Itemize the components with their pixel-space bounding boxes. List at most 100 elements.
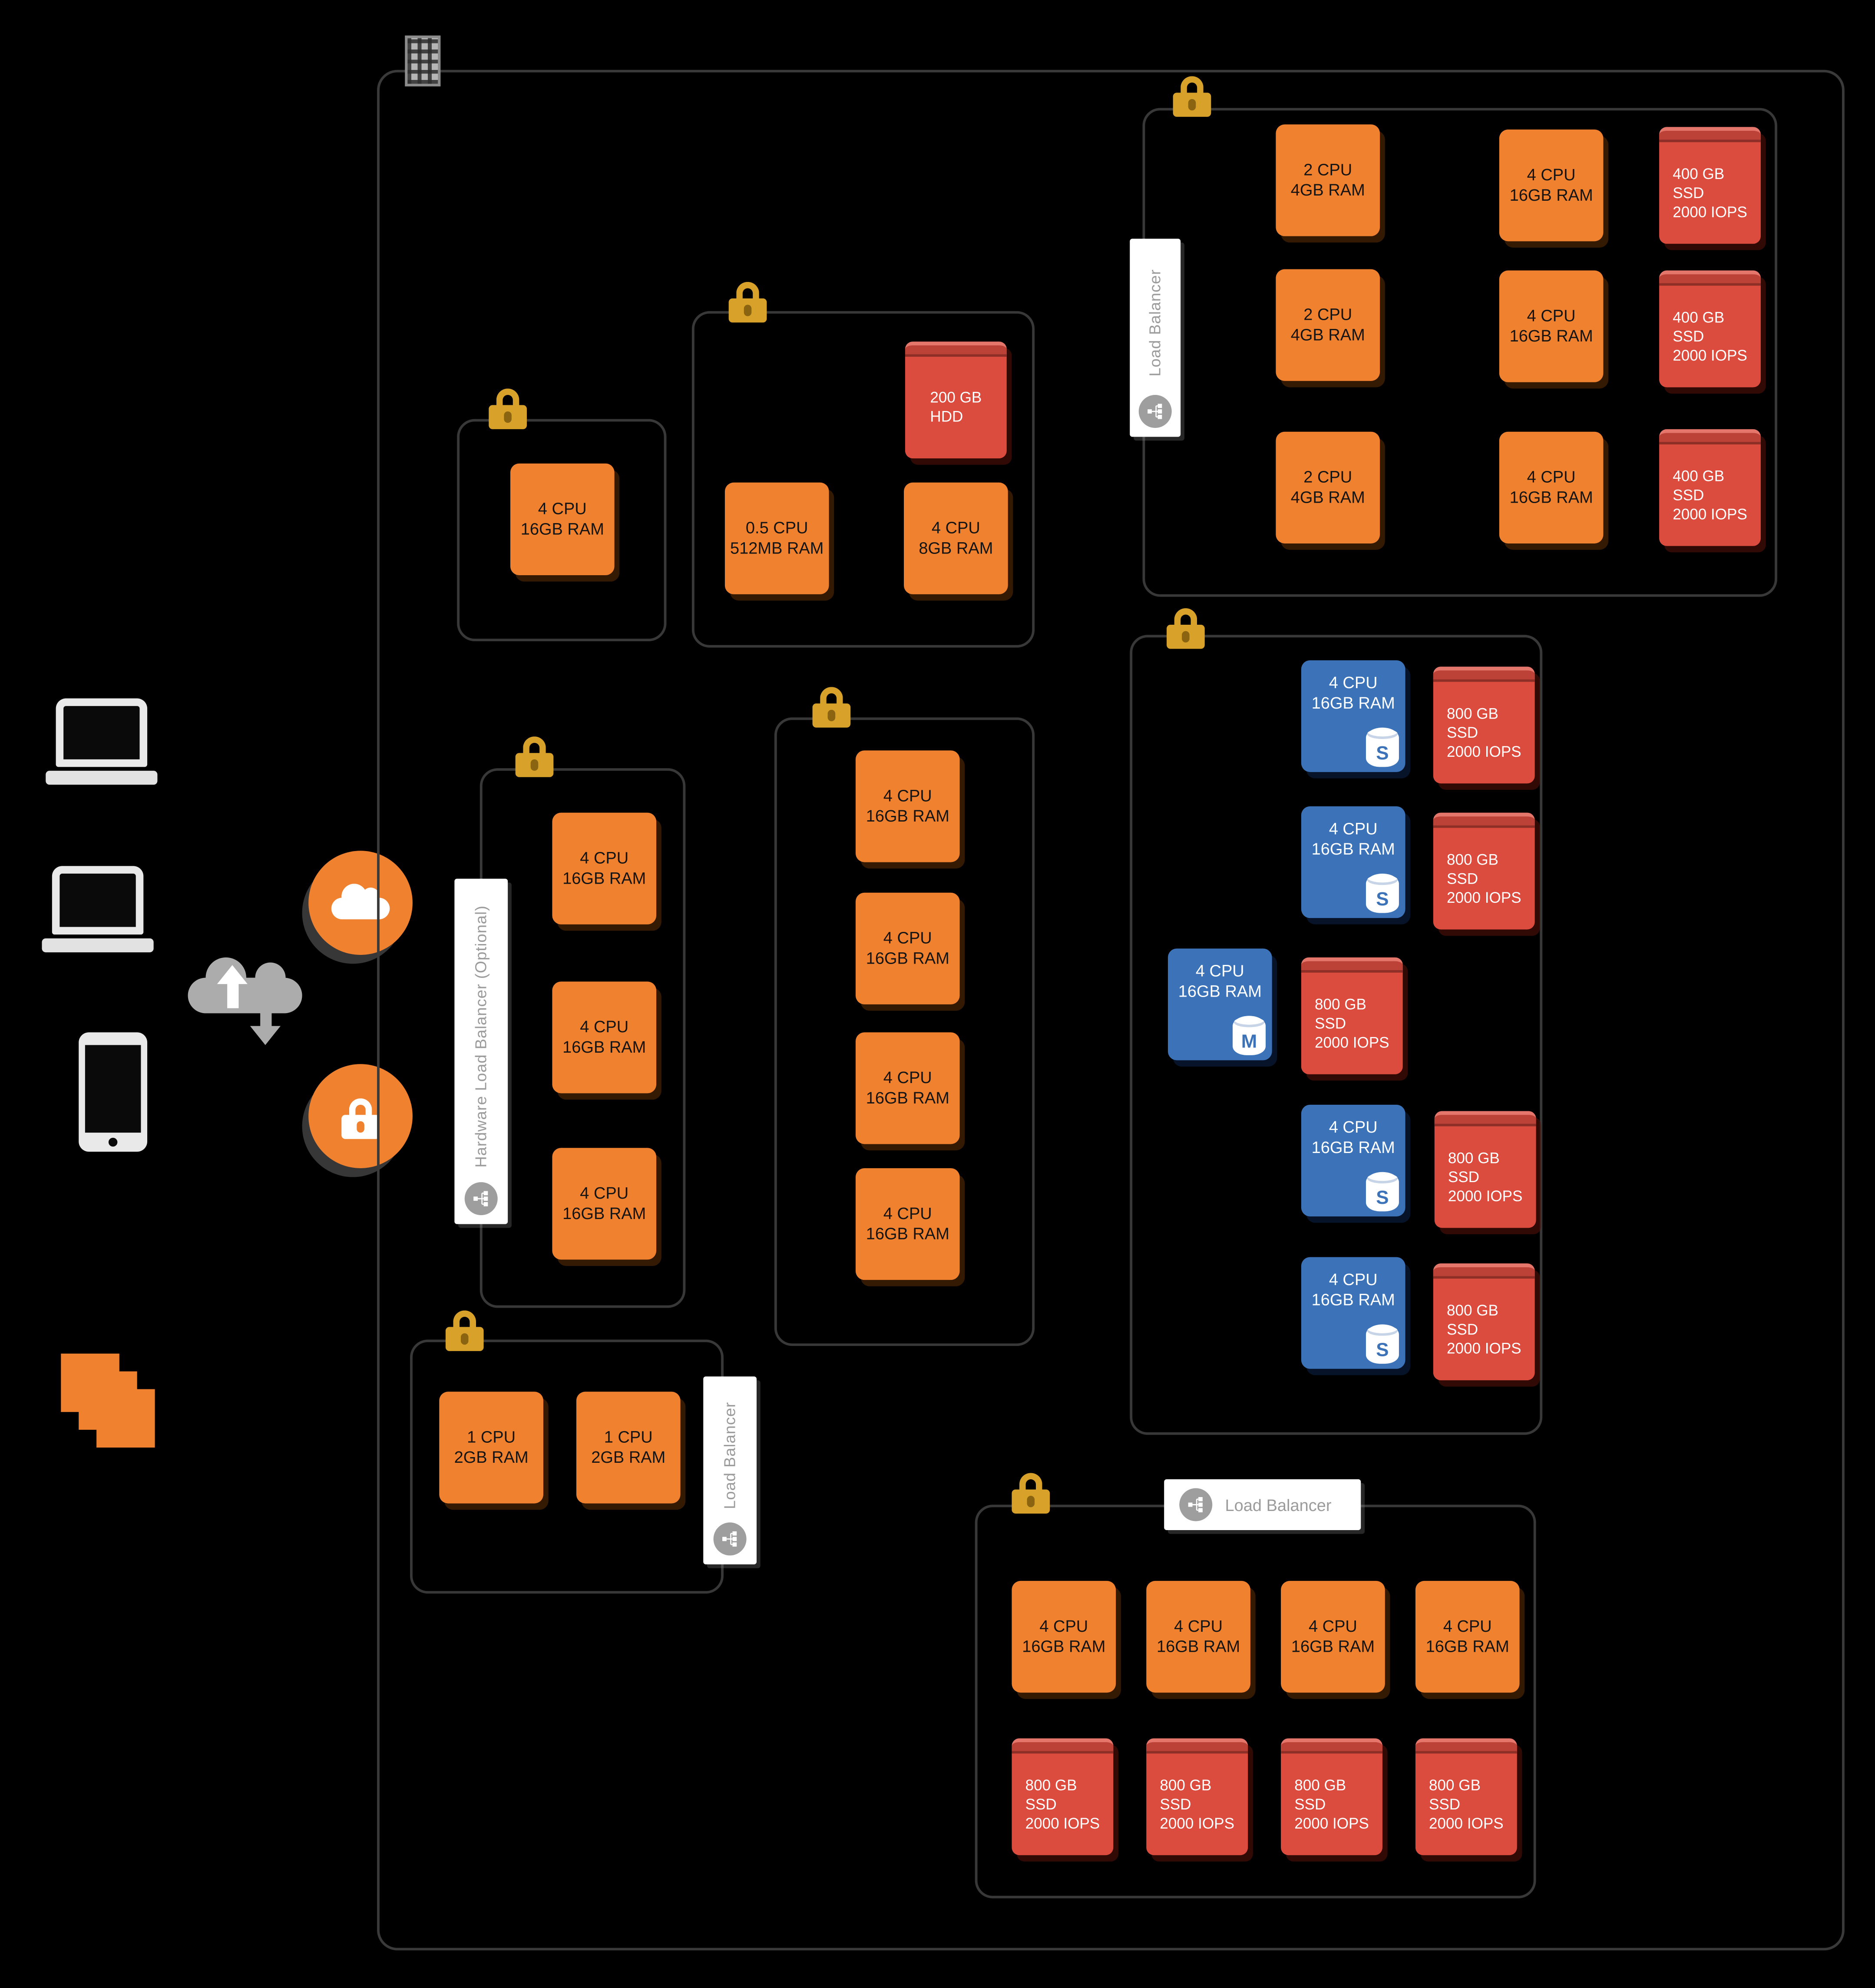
storage-lid (905, 341, 1007, 357)
server-node: 4 CPU 16GB RAM (1281, 1580, 1385, 1693)
server-node: 2 CPU 4GB RAM (1276, 124, 1380, 236)
server-node: 4 CPU 16GB RAM (855, 1032, 960, 1144)
load-balancer-label: Load Balancer (703, 1376, 757, 1564)
storage-node: 400 GB SSD 2000 IOPS (1659, 270, 1761, 388)
storage-node: 800 GB SSD 2000 IOPS (1434, 1111, 1536, 1228)
cloud-icon (308, 851, 413, 955)
server-node: 4 CPU 16GB RAM (855, 750, 960, 862)
building-icon (405, 35, 441, 86)
hardware-load-balancer-label: Hardware Load Balancer (Optional) (454, 878, 508, 1224)
server-node: 0.5 CPU 512MB RAM (724, 482, 829, 594)
load-balancer-icon (1138, 394, 1172, 428)
server-node: 4 CPU 16GB RAM (552, 1148, 657, 1260)
storage-node: 800 GB SSD 2000 IOPS (1433, 812, 1535, 930)
server-node: 1 CPU 2GB RAM (439, 1392, 543, 1504)
server-node: 2 CPU 4GB RAM (1276, 269, 1380, 381)
lock-icon (486, 388, 529, 429)
load-balancer-icon (464, 1182, 498, 1216)
lock-icon (726, 282, 769, 323)
load-balancer-icon (1179, 1488, 1213, 1521)
storage-lid (1433, 1263, 1535, 1279)
load-balancer-label-text: Load Balancer (721, 1402, 739, 1510)
storage-node: 800 GB SSD 2000 IOPS (1433, 1263, 1535, 1381)
server-node: 4 CPU 8GB RAM (904, 482, 1008, 594)
server-node: 4 CPU 16GB RAM (1499, 129, 1604, 242)
server-node: 4 CPU 16GB RAM (1415, 1580, 1520, 1693)
laptop-base (42, 938, 154, 953)
lock-icon (1009, 1473, 1052, 1514)
hardware-lb-tier-group: Hardware Load Balancer (Optional) 4 CPU … (454, 736, 686, 1308)
storage-node: 800 GB SSD 2000 IOPS (1415, 1738, 1517, 1855)
lock-icon (1164, 608, 1207, 649)
ssl-lock-icon (308, 1064, 413, 1168)
storage-node: 800 GB SSD 2000 IOPS (1281, 1738, 1382, 1855)
download-arrow-icon (250, 1026, 281, 1045)
load-balancer-icon (713, 1522, 747, 1556)
database-server-node: 4 CPU 16GB RAM S (1301, 1104, 1405, 1217)
upload-arrow-icon (217, 965, 248, 984)
laptop-screen (52, 866, 144, 935)
load-balancer-label: Load Balancer (1130, 239, 1181, 437)
storage-node: 800 GB SSD 2000 IOPS (1433, 666, 1535, 784)
database-icon: S (1366, 1324, 1399, 1364)
hardware-load-balancer-label-text: Hardware Load Balancer (Optional) (472, 905, 490, 1168)
datacenter-boundary (377, 70, 1845, 1951)
storage-lid (1146, 1738, 1248, 1754)
storage-lid (1281, 1738, 1382, 1754)
small-lb-tier-group: 1 CPU 2GB RAM 1 CPU 2GB RAM Load Balance… (410, 1310, 757, 1594)
storage-lid (1433, 812, 1535, 828)
server-node: 4 CPU 16GB RAM (1499, 270, 1604, 382)
storage-node: 800 GB SSD 2000 IOPS (1012, 1738, 1114, 1855)
server-node: 4 CPU 16GB RAM (1499, 431, 1604, 543)
app-tier-group: 4 CPU 16GB RAM 4 CPU 16GB RAM 4 CPU 16GB… (774, 687, 1035, 1346)
load-balancer-label-text: Load Balancer (1225, 1495, 1332, 1514)
lock-icon (810, 687, 853, 728)
database-icon: S (1366, 1172, 1399, 1212)
server-node: 4 CPU 16GB RAM (1012, 1580, 1116, 1693)
lock-icon (1171, 76, 1214, 117)
storage-node: 800 GB SSD 2000 IOPS (1301, 957, 1403, 1074)
storage-lid (1659, 270, 1761, 286)
server-node: 4 CPU 16GB RAM (552, 981, 657, 1093)
laptop-icon (46, 698, 158, 785)
storage-node: 400 GB SSD 2000 IOPS (1659, 429, 1761, 546)
laptop-base (46, 771, 158, 785)
storage-lid (1434, 1111, 1536, 1127)
laptop-icon (42, 866, 154, 953)
smartphone-icon (79, 1032, 148, 1152)
storage-lid (1659, 127, 1761, 142)
storage-node: 800 GB SSD 2000 IOPS (1146, 1738, 1248, 1855)
server-node: 4 CPU 16GB RAM (855, 1168, 960, 1280)
stacked-instances-icon (61, 1353, 162, 1455)
lock-icon (339, 1098, 382, 1139)
storage-lid (1415, 1738, 1517, 1754)
storage-node: 200 GB HDD (905, 341, 1007, 459)
storage-lid (1012, 1738, 1114, 1754)
server-node: 2 CPU 4GB RAM (1276, 431, 1380, 543)
single-server-group: 4 CPU 16GB RAM (457, 388, 667, 642)
lock-icon (443, 1310, 486, 1351)
data-transfer-icon (188, 955, 310, 1064)
server-node: 4 CPU 16GB RAM (510, 463, 615, 576)
database-server-node: 4 CPU 16GB RAM S (1301, 660, 1405, 772)
database-icon: M (1233, 1016, 1266, 1055)
bottom-tier-group: Load Balancer 4 CPU 16GB RAM 4 CPU 16GB … (975, 1473, 1536, 1899)
server-node: 1 CPU 2GB RAM (576, 1392, 681, 1504)
database-server-node: 4 CPU 16GB RAM S (1301, 1257, 1405, 1369)
lock-icon (513, 736, 556, 777)
server-node: 4 CPU 16GB RAM (855, 892, 960, 1004)
storage-lid (1433, 666, 1535, 682)
cloud-glyph (331, 883, 390, 919)
load-balancer-label: Load Balancer (1164, 1479, 1361, 1530)
storage-node: 400 GB SSD 2000 IOPS (1659, 127, 1761, 244)
load-balancer-label-text: Load Balancer (1146, 269, 1164, 377)
storage-lid (1659, 429, 1761, 444)
database-icon: S (1366, 873, 1399, 913)
utility-tier-group: 200 GB HDD 0.5 CPU 512MB RAM 4 CPU 8GB R… (691, 282, 1035, 648)
database-server-node: 4 CPU 16GB RAM M (1167, 948, 1272, 1060)
database-icon: S (1366, 727, 1399, 767)
database-tier-group: 4 CPU 16GB RAM S 800 GB SSD 2000 IOPS 4 … (1130, 608, 1543, 1435)
server-node: 4 CPU 16GB RAM (552, 812, 657, 924)
server-node: 4 CPU 16GB RAM (1146, 1580, 1250, 1693)
